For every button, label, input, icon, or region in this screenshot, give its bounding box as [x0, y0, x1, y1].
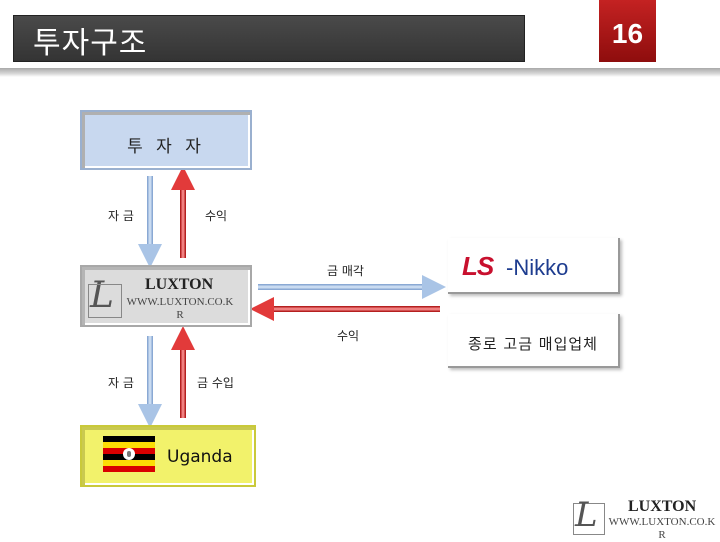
page-number-badge: [599, 0, 656, 62]
footer-luxton-name: LUXTON: [628, 498, 697, 515]
luxton-url: WWW.LUXTON.CO.K R: [124, 296, 236, 322]
ls-nikko-logo-icon: LS: [462, 251, 494, 281]
label-nikko-to-luxton: 수익: [337, 329, 360, 343]
gold-buyer-label: 종로 고금 매입업체: [468, 335, 598, 353]
footer-logo-frame: [573, 503, 605, 535]
footer-luxton-url-line1: WWW.LUXTON.CO.K: [608, 516, 716, 528]
label-uganda-to-luxton: 금 수입: [197, 376, 234, 390]
uganda-flag-icon: [103, 436, 155, 472]
luxton-logo-icon: L: [90, 275, 114, 316]
luxton-url-line2: R: [176, 309, 184, 321]
label-luxton-to-uganda: 자 금: [108, 376, 134, 390]
luxton-url-line1: WWW.LUXTON.CO.K: [126, 296, 234, 308]
ls-nikko-box: [448, 238, 620, 294]
gold-buyer-box: [448, 314, 620, 368]
footer-luxton-logo-icon: L: [575, 495, 598, 535]
footer-luxton-url: WWW.LUXTON.CO.K R: [608, 516, 716, 542]
uganda-label: Uganda: [167, 447, 233, 467]
footer-luxton-url-line2: R: [658, 529, 666, 541]
luxton-name: LUXTON: [145, 276, 214, 293]
label-luxton-to-investor: 수익: [205, 209, 228, 223]
header-divider: [0, 68, 720, 77]
luxton-box: [80, 265, 252, 327]
investor-label: 투 자 자: [127, 137, 205, 157]
investor-box: [80, 110, 252, 170]
page-number: 16: [611, 18, 644, 49]
label-luxton-to-nikko: 금 매각: [327, 264, 364, 278]
nikko-name: -Nikko: [506, 255, 569, 280]
page-title: 투자구조: [33, 26, 148, 61]
label-investor-to-luxton: 자 금: [108, 209, 134, 223]
luxton-logo-frame: [88, 284, 122, 318]
title-bar: [13, 15, 525, 62]
